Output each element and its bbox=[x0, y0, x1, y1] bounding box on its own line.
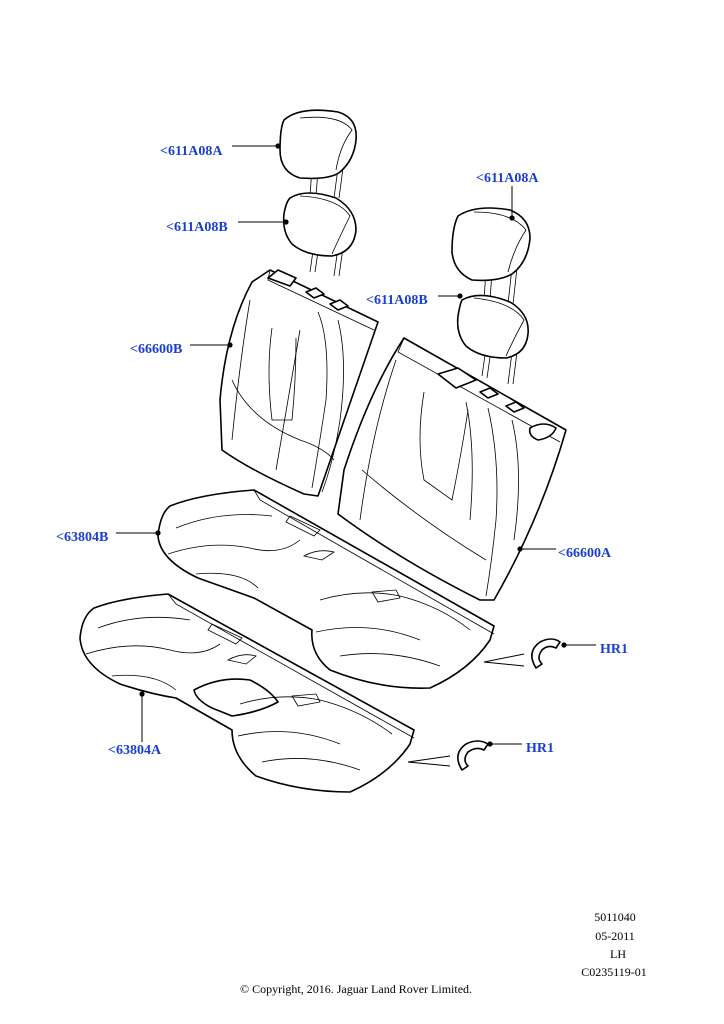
cushion-upper[interactable] bbox=[157, 489, 495, 689]
hr1-clip-upper[interactable] bbox=[483, 638, 561, 669]
backrest-right[interactable] bbox=[337, 337, 567, 601]
headrest-left-lower[interactable] bbox=[282, 192, 357, 277]
callout-611A08B-right[interactable]: <611A08B bbox=[366, 293, 428, 308]
ref-date: 05-2011 bbox=[595, 929, 635, 943]
callout-63804A[interactable]: <63804A bbox=[108, 743, 162, 758]
callout-611A08B-left[interactable]: <611A08B bbox=[166, 220, 228, 235]
cushion-lower[interactable] bbox=[79, 593, 415, 793]
headrest-right-lower[interactable] bbox=[456, 294, 529, 385]
callout-HR1-lower[interactable]: HR1 bbox=[526, 741, 554, 756]
callout-63804B[interactable]: <63804B bbox=[56, 530, 108, 545]
ref-side: LH bbox=[610, 947, 626, 961]
backrest-left[interactable] bbox=[219, 269, 379, 497]
hr1-clip-lower[interactable] bbox=[407, 740, 489, 771]
callout-HR1-upper[interactable]: HR1 bbox=[600, 642, 628, 657]
headrest-left-upper[interactable] bbox=[279, 109, 357, 199]
callout-611A08A-left[interactable]: <611A08A bbox=[160, 144, 223, 159]
copyright: © Copyright, 2016. Jaguar Land Rover Lim… bbox=[240, 982, 472, 996]
callout-611A08A-right[interactable]: <611A08A bbox=[476, 171, 539, 186]
callout-66600A[interactable]: <66600A bbox=[558, 546, 612, 561]
callout-66600B[interactable]: <66600B bbox=[130, 342, 182, 357]
ref-code: 5011040 bbox=[594, 910, 636, 924]
leader-lines bbox=[116, 143, 596, 747]
headrest-right-upper[interactable] bbox=[451, 207, 531, 305]
ref-illustration-id: C0235119-01 bbox=[581, 965, 647, 979]
